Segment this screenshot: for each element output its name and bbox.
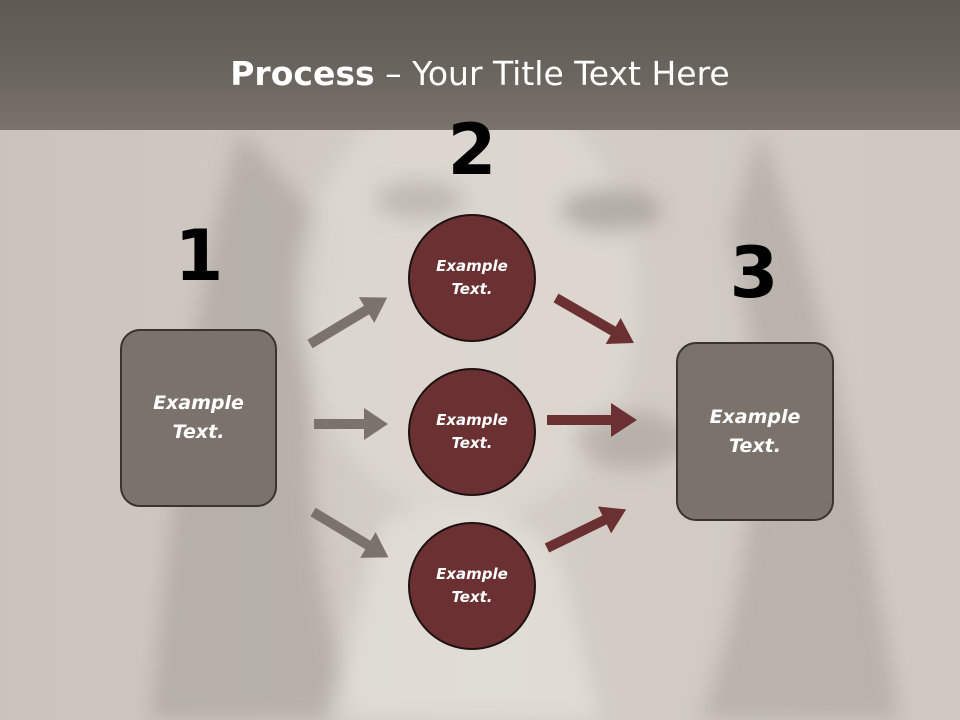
- circle-middle: Example Text.: [408, 368, 536, 496]
- step-number-2: 2: [447, 109, 497, 191]
- circle-bottom: Example Text.: [408, 522, 536, 650]
- arrow-from-middle-circle: [547, 403, 637, 437]
- arrow-from-bottom-circle: [544, 506, 627, 553]
- left-box-text: Example Text.: [153, 392, 244, 443]
- circle-top-text: Example Text.: [436, 257, 508, 298]
- right-box-text: Example Text.: [709, 405, 801, 457]
- arrow-to-middle-circle: [314, 408, 388, 440]
- circle-middle-text: Example Text.: [436, 411, 508, 452]
- title-bar: [0, 0, 960, 130]
- circle-bottom-text: Example Text.: [436, 565, 508, 606]
- title-bold: Process: [230, 54, 375, 93]
- circle-top: Example Text.: [408, 214, 536, 342]
- title-rest: – Your Title Text Here: [374, 54, 730, 93]
- step-number-1: 1: [174, 215, 224, 297]
- arrow-to-top-circle: [307, 297, 388, 349]
- arrow-to-bottom-circle: [310, 507, 389, 558]
- slide-title: Process – Your Title Text Here: [0, 52, 960, 96]
- right-box: Example Text.: [676, 342, 834, 521]
- step-number-3: 3: [729, 232, 779, 314]
- arrow-from-top-circle: [553, 293, 634, 344]
- left-box: Example Text.: [120, 329, 277, 507]
